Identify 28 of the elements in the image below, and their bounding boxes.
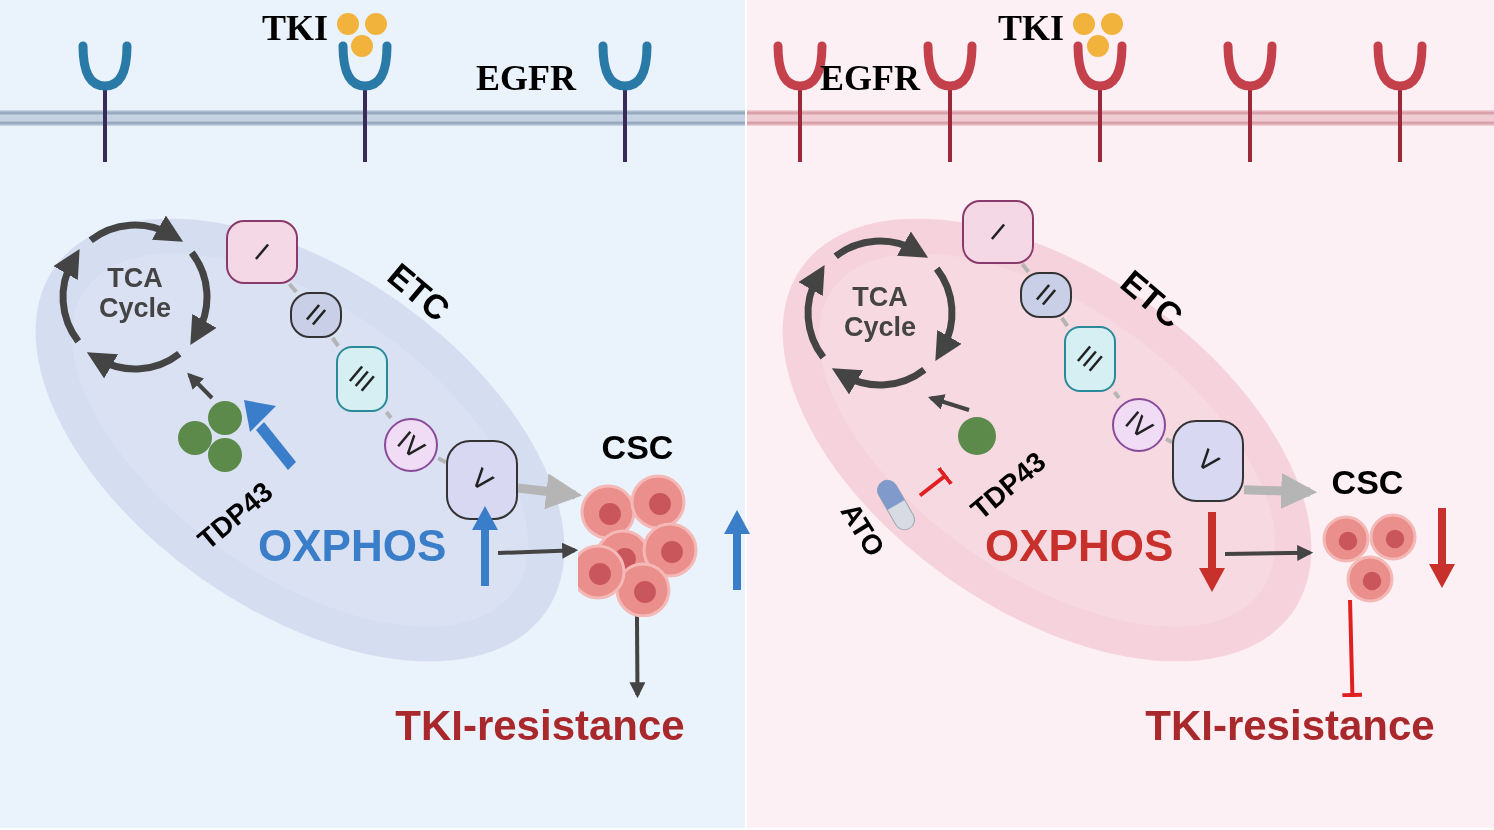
complex-shape: III: [336, 346, 388, 412]
process-label: OXPHOS: [985, 524, 1174, 568]
cycle-label: TCA Cycle: [97, 263, 173, 324]
arrow: [187, 372, 214, 400]
cycle-label: TCA Cycle: [842, 283, 918, 343]
complex-shape: III: [1064, 326, 1116, 392]
arrow: [927, 394, 970, 412]
arrow: [1243, 473, 1318, 509]
molecule-label: EGFR: [820, 60, 920, 96]
complex-shape: I: [226, 220, 298, 284]
outcome-label: TKI-resistance: [395, 705, 685, 747]
inhibition-line: [918, 466, 953, 498]
arrow: [629, 615, 646, 699]
group-label: ETC: [382, 257, 456, 327]
group-label: ETC: [1115, 264, 1189, 334]
complex-shape: V: [1172, 420, 1244, 502]
cell-type-label: CSC: [601, 430, 674, 464]
outcome-label: TKI-resistance: [1145, 705, 1435, 747]
cell-type-label: CSC: [1331, 465, 1404, 499]
molecule-label: TKI: [262, 10, 329, 46]
molecule-label: EGFR: [476, 60, 576, 96]
arrow: [497, 542, 579, 559]
complex-shape: V: [446, 440, 518, 520]
arrow: [1224, 544, 1314, 561]
inhibition-line: [1342, 599, 1363, 698]
molecule-label: TKI: [998, 10, 1065, 46]
arrow: [517, 473, 583, 510]
complex-shape: I: [962, 200, 1034, 264]
